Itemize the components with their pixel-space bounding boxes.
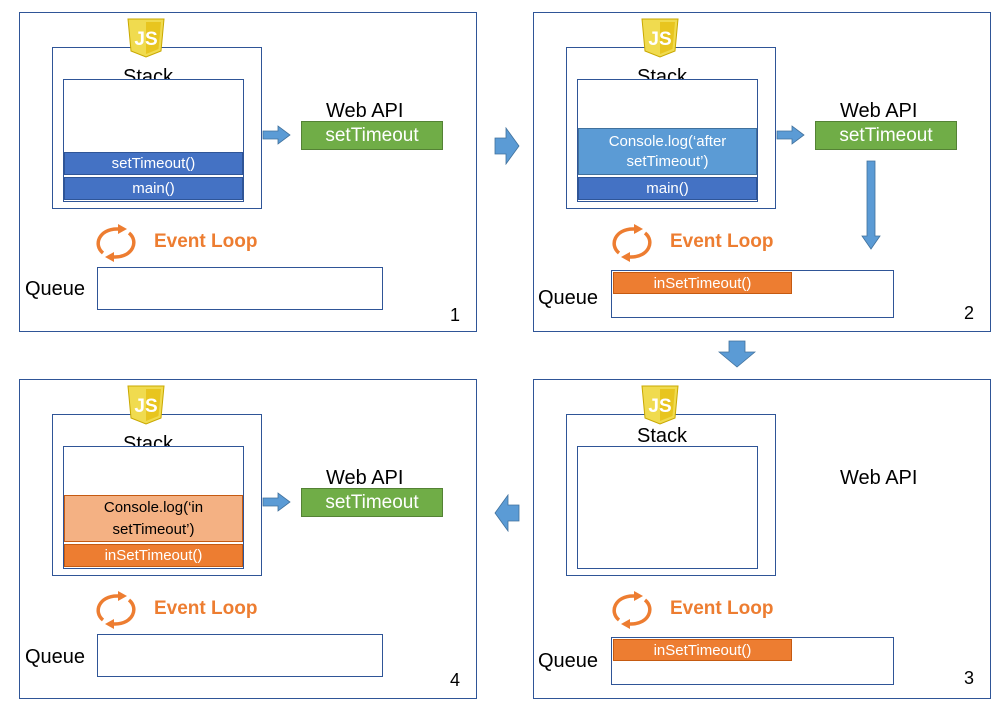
panel-3-event-loop-label: Event Loop bbox=[670, 598, 774, 619]
event-loop-cycle-icon bbox=[607, 223, 657, 263]
arrow-right-icon bbox=[262, 125, 291, 145]
panel-1-event-loop-label: Event Loop bbox=[154, 231, 258, 252]
panel-4-event-loop-label: Event Loop bbox=[154, 598, 258, 619]
js-logo-icon bbox=[125, 18, 167, 58]
event-loop-cycle-icon bbox=[607, 590, 657, 630]
panel-3-queue-item-1: inSetTimeout() bbox=[613, 639, 792, 661]
panel-4-web-api-settimeout: setTimeout bbox=[301, 488, 443, 517]
panel-2-frame-2: main() bbox=[578, 177, 757, 200]
panel-3-stack-label: Stack bbox=[636, 425, 688, 447]
panel-1-web-api-label: Web API bbox=[326, 100, 404, 122]
panel-4-frame-1: Console.log(‘in setTimeout’) bbox=[64, 495, 243, 542]
panel-3-queue-label: Queue bbox=[538, 650, 599, 672]
event-loop-cycle-icon bbox=[91, 590, 141, 630]
arrow-down-icon bbox=[718, 340, 756, 368]
arrow-left-icon bbox=[494, 494, 520, 532]
arrow-right-icon bbox=[262, 492, 291, 512]
js-logo-icon bbox=[639, 18, 681, 58]
panel-1-number: 1 bbox=[450, 305, 461, 325]
panel-4-frame-2: inSetTimeout() bbox=[64, 544, 243, 567]
panel-2-web-api-label: Web API bbox=[840, 100, 918, 122]
panel-2-frame-1: Console.log(‘after setTimeout’) bbox=[578, 128, 757, 175]
panel-1-web-api-settimeout: setTimeout bbox=[301, 121, 443, 150]
panel-4-queue-box bbox=[97, 634, 383, 677]
event-loop-cycle-icon bbox=[91, 223, 141, 263]
js-logo-icon bbox=[639, 385, 681, 425]
arrow-right-icon bbox=[776, 125, 805, 145]
panel-4-web-api-label: Web API bbox=[326, 467, 404, 489]
panel-2-queue-item-1: inSetTimeout() bbox=[613, 272, 792, 294]
panel-3-web-api-label: Web API bbox=[840, 467, 918, 489]
panel-1-queue-box bbox=[97, 267, 383, 310]
panel-3-number: 3 bbox=[964, 668, 975, 688]
panel-2-queue-label: Queue bbox=[538, 287, 599, 309]
panel-2-web-api-settimeout: setTimeout bbox=[815, 121, 957, 150]
panel-1-queue-label: Queue bbox=[25, 278, 86, 300]
arrow-right-icon bbox=[494, 127, 520, 165]
panel-2-number: 2 bbox=[964, 303, 975, 323]
arrow-down-icon bbox=[861, 160, 881, 250]
panel-1-frame-1: setTimeout() bbox=[64, 152, 243, 175]
js-logo-icon bbox=[125, 385, 167, 425]
panel-1-frame-2: main() bbox=[64, 177, 243, 200]
panel-4-queue-label: Queue bbox=[25, 646, 86, 668]
panel-4-number: 4 bbox=[450, 670, 461, 690]
panel-2-event-loop-label: Event Loop bbox=[670, 231, 774, 252]
panel-3-stack-frames-box bbox=[577, 446, 758, 569]
